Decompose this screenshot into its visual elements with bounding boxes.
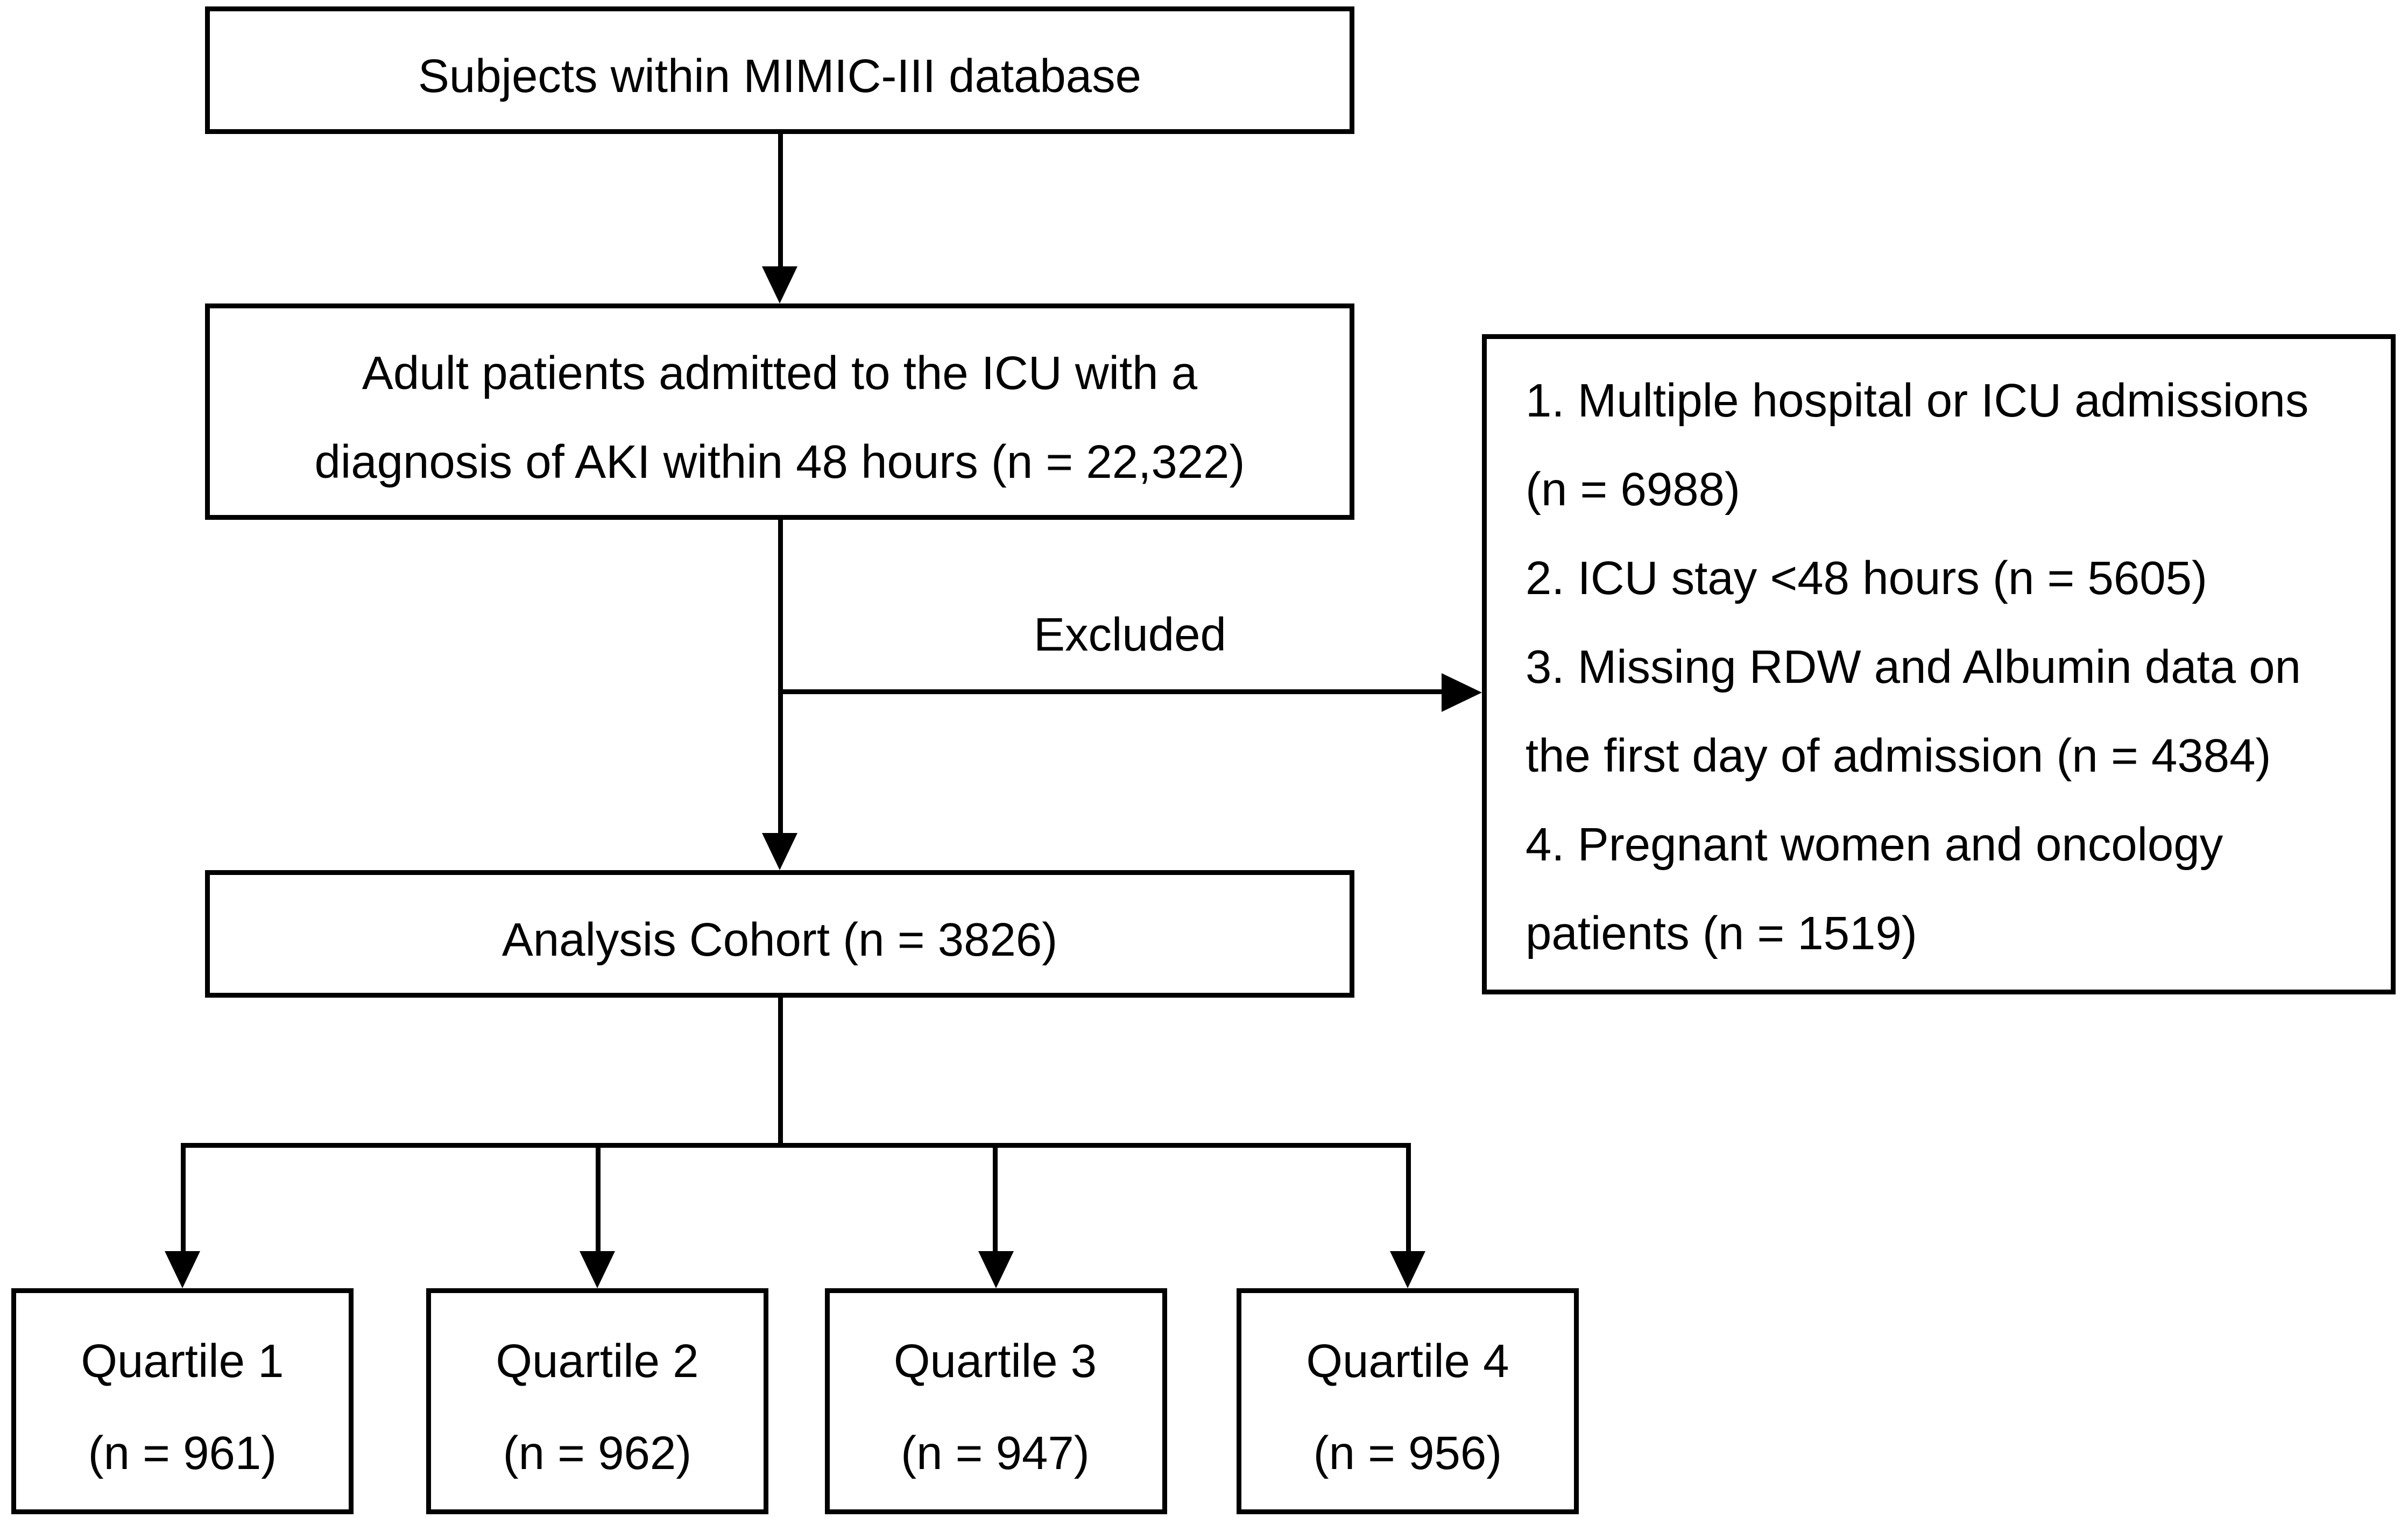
adult-patients-line-1: Adult patients admitted to the ICU with … — [362, 349, 1198, 400]
connector-quartile-crossbar — [180, 1142, 1410, 1147]
connector-adult-to-cohort — [777, 520, 782, 836]
box-mimic-subjects: Subjects within MIMIC-III database — [205, 6, 1354, 134]
arrowhead-down-adult-to-cohort — [762, 833, 797, 870]
arrowhead-down-quartile-1 — [165, 1251, 200, 1288]
excluded-label: Excluded — [1034, 610, 1226, 662]
exclusion-item-2-line-1: 2. ICU stay <48 hours (n = 5605) — [1526, 554, 2208, 605]
mimic-subjects-text: Subjects within MIMIC-III database — [418, 52, 1142, 103]
arrowhead-down-quartile-2 — [580, 1251, 615, 1288]
connector-excluded-branch — [780, 688, 1442, 694]
box-quartile-2: Quartile 2 (n = 962) — [426, 1288, 768, 1514]
box-quartile-4: Quartile 4 (n = 956) — [1237, 1288, 1579, 1514]
arrowhead-down-subjects-to-adult — [762, 266, 797, 303]
quartile-1-count: (n = 961) — [88, 1429, 277, 1480]
quartile-2-name: Quartile 2 — [496, 1337, 699, 1388]
exclusion-item-4-line-2: patients (n = 1519) — [1526, 909, 1917, 961]
connector-drop-quartile-3 — [993, 1145, 998, 1254]
connector-drop-quartile-1 — [180, 1145, 185, 1254]
arrowhead-down-quartile-3 — [977, 1251, 1013, 1288]
analysis-cohort-text: Analysis Cohort (n = 3826) — [502, 915, 1058, 967]
arrowhead-right-excluded — [1442, 672, 1482, 711]
box-exclusion-criteria: 1. Multiple hospital or ICU admissions (… — [1482, 334, 2396, 994]
exclusion-item-3-line-2: the first day of admission (n = 4384) — [1526, 731, 2271, 783]
exclusion-item-4-line-1: 4. Pregnant women and oncology — [1526, 820, 2223, 872]
box-quartile-3: Quartile 3 (n = 947) — [824, 1288, 1167, 1514]
quartile-2-count: (n = 962) — [503, 1429, 692, 1480]
adult-patients-line-2: diagnosis of AKI within 48 hours (n = 22… — [314, 437, 1245, 489]
quartile-3-count: (n = 947) — [901, 1429, 1090, 1480]
connector-cohort-stem — [777, 998, 782, 1146]
quartile-1-name: Quartile 1 — [81, 1337, 284, 1388]
arrowhead-down-quartile-4 — [1390, 1251, 1425, 1288]
exclusion-item-3-line-1: 3. Missing RDW and Albumin data on — [1526, 642, 2301, 694]
quartile-3-name: Quartile 3 — [893, 1337, 1097, 1388]
box-quartile-1: Quartile 1 (n = 961) — [11, 1288, 354, 1514]
box-analysis-cohort: Analysis Cohort (n = 3826) — [205, 870, 1354, 998]
connector-subjects-to-adult — [777, 134, 782, 271]
exclusion-item-1-line-1: 1. Multiple hospital or ICU admissions — [1526, 376, 2309, 428]
connector-drop-quartile-2 — [595, 1145, 600, 1254]
connector-drop-quartile-4 — [1405, 1145, 1410, 1254]
box-adult-patients: Adult patients admitted to the ICU with … — [205, 303, 1354, 520]
exclusion-item-1-line-2: (n = 6988) — [1526, 465, 1741, 517]
quartile-4-count: (n = 956) — [1313, 1429, 1502, 1480]
quartile-4-name: Quartile 4 — [1306, 1337, 1509, 1388]
